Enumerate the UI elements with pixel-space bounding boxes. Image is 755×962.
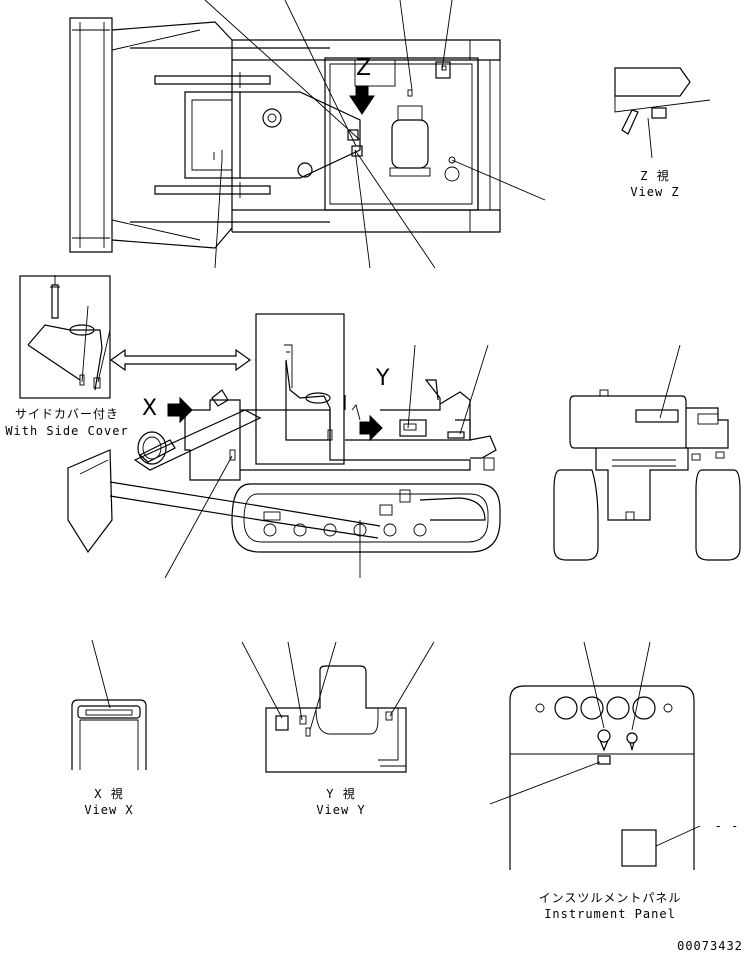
- panel-dash: - -: [714, 819, 740, 833]
- instrument-panel-label-jp: インスツルメントパネル: [538, 891, 682, 905]
- double-arrow: [109, 348, 252, 372]
- part-number: 00073432: [677, 939, 743, 953]
- view-z-label-en: View Z: [630, 185, 680, 199]
- view-x-detail: [71, 639, 147, 770]
- instrument-panel-detail: [489, 641, 701, 870]
- view-z-detail: [614, 67, 711, 159]
- instrument-panel-label-en: Instrument Panel: [544, 907, 676, 921]
- side-cover-inset: [19, 275, 111, 399]
- view-y-label-jp: Y 視: [326, 787, 356, 801]
- view-z-label-jp: Z 視: [640, 169, 670, 183]
- marker-x: X: [142, 396, 158, 421]
- side-cover-label-en: With Side Cover: [5, 424, 129, 438]
- side-cover-label-jp: サイドカバー付き: [14, 407, 119, 421]
- rear-view-dozer: [553, 344, 741, 561]
- top-view-dozer: [69, 0, 546, 269]
- view-y-label-en: View Y: [316, 803, 366, 817]
- marker-z: Z: [356, 56, 372, 81]
- marker-y: Y: [376, 366, 390, 391]
- view-x-label-jp: X 視: [94, 787, 124, 801]
- view-y-detail: [241, 641, 435, 773]
- side-view-dozer: [67, 313, 501, 579]
- view-x-label-en: View X: [84, 803, 134, 817]
